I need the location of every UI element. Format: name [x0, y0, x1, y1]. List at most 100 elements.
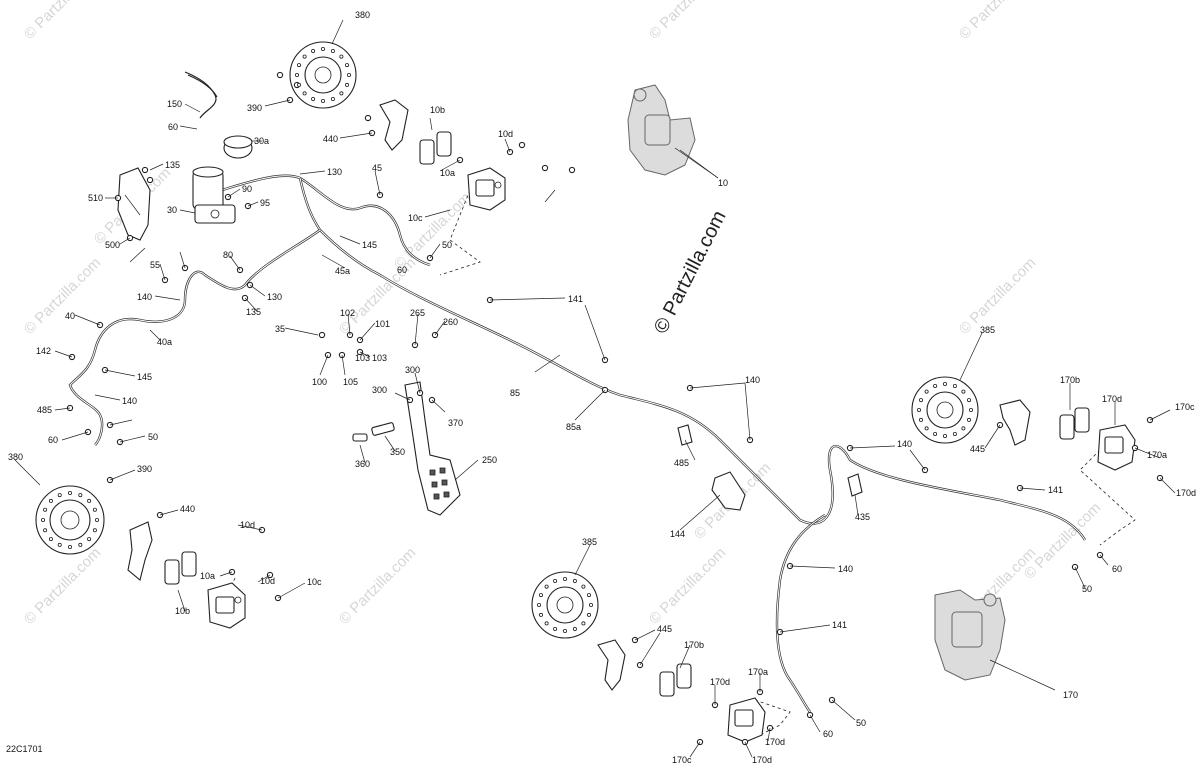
part-label: 10c	[307, 577, 322, 587]
heat-shield-510	[117, 167, 151, 241]
part-label: 100	[312, 377, 327, 387]
part-label: 145	[137, 372, 152, 382]
disc-vent-hole	[544, 621, 549, 626]
disc-vent-hole	[296, 63, 301, 68]
disc-vent-hole	[587, 593, 592, 598]
part-label: 60	[397, 265, 407, 275]
disc-vent-hole	[320, 99, 325, 104]
disc-vent-hole	[969, 407, 974, 412]
disc-vent-hole	[581, 584, 586, 589]
disc-vent-hole	[589, 603, 594, 608]
disc-vent-hole	[302, 91, 307, 96]
watermark: © Partzilla.com	[21, 544, 104, 627]
part-label: 140	[122, 396, 137, 406]
part-label: 85	[510, 388, 520, 398]
caliper-assembly-170	[934, 589, 1056, 691]
part-label: 45	[372, 163, 382, 173]
part-label: 103	[355, 353, 370, 363]
disc-vent-hole	[919, 398, 924, 403]
part-label: 10d	[498, 129, 513, 139]
clip-485	[677, 424, 693, 446]
part-label: 85a	[566, 422, 581, 432]
part-label: 140	[745, 375, 760, 385]
part-label: 435	[855, 512, 870, 522]
watermark: © Partzilla.com	[391, 189, 474, 272]
disc-vent-hole	[330, 97, 335, 102]
disc-vent-hole	[952, 431, 957, 436]
part-label: 135	[246, 307, 261, 317]
part-label: 60	[823, 729, 833, 739]
caliper-assembly-10	[627, 84, 719, 179]
part-label: 145	[362, 240, 377, 250]
brake-pads	[164, 131, 1090, 697]
part-label: 440	[180, 504, 195, 514]
part-label: 10b	[430, 105, 445, 115]
caliper-front-left	[207, 582, 246, 629]
disc-vent-hole	[553, 579, 558, 584]
part-label: 380	[8, 452, 23, 462]
part-label: 485	[674, 458, 689, 468]
watermark: © Partzilla.com	[21, 0, 104, 43]
part-label: 141	[1048, 485, 1063, 495]
part-label: 10c	[408, 213, 423, 223]
part-label: 60	[1112, 564, 1122, 574]
disc-vent-hole	[48, 498, 53, 503]
disc-vent-hole	[311, 97, 316, 102]
diagram-code: 22C1701	[6, 744, 43, 754]
part-label: 55	[150, 260, 160, 270]
disc-vent-hole	[563, 577, 568, 582]
disc-vent-hole	[967, 417, 972, 422]
part-label: 170d	[1176, 488, 1196, 498]
part-label: 130	[267, 292, 282, 302]
disc-vent-hole	[572, 627, 577, 632]
watermark: © Partzilla.com	[646, 544, 729, 627]
fastener	[568, 166, 576, 174]
part-label: 103	[372, 353, 387, 363]
part-label: 102	[340, 308, 355, 318]
part-label: 150	[167, 99, 182, 109]
brake-disc-385-bottom	[531, 571, 599, 639]
part-label: 141	[832, 620, 847, 630]
disc-vent-hole	[43, 528, 48, 533]
watermark: © Partzilla.com	[646, 0, 729, 43]
part-label: 10d	[260, 576, 275, 586]
disc-vent-hole	[311, 49, 316, 54]
part-label: 390	[137, 464, 152, 474]
disc-vent-hole	[344, 63, 349, 68]
brake-pedal-250	[404, 381, 461, 516]
part-label: 300	[372, 385, 387, 395]
part-label: 500	[105, 240, 120, 250]
disc-vent-hole	[92, 528, 97, 533]
part-label: 40a	[157, 337, 172, 347]
part-label: 60	[48, 435, 58, 445]
brake-disc-385-right	[911, 376, 979, 444]
part-label: 50	[442, 240, 452, 250]
caliper-brackets	[127, 99, 1031, 691]
disc-vent-hole	[68, 490, 73, 495]
pedal-pin-350	[352, 422, 395, 442]
part-label: 385	[582, 537, 597, 547]
disc-vent-hole	[302, 54, 307, 59]
watermark: © Partzilla.com	[956, 254, 1039, 337]
part-label: 10a	[440, 168, 455, 178]
disc-vent-hole	[943, 381, 948, 386]
master-cylinder-30	[192, 166, 236, 224]
part-label: 170b	[1060, 375, 1080, 385]
disc-vent-hole	[87, 498, 92, 503]
part-label: 380	[355, 10, 370, 20]
part-label: 260	[443, 317, 458, 327]
part-label: 142	[36, 346, 51, 356]
disc-vent-hole	[92, 507, 97, 512]
watermarks: © Partzilla.com © Partzilla.com © Partzi…	[21, 0, 1104, 628]
brake-disc-380-left	[35, 485, 105, 555]
part-label: 265	[410, 308, 425, 318]
part-label: 10d	[240, 520, 255, 530]
part-label: 10b	[175, 606, 190, 616]
fastener	[141, 166, 149, 174]
disc-vent-hole	[78, 542, 83, 547]
disc-vent-hole	[539, 593, 544, 598]
part-label: 170c	[672, 755, 692, 765]
disc-vent-hole	[68, 545, 73, 550]
disc-vent-hole	[95, 518, 100, 523]
